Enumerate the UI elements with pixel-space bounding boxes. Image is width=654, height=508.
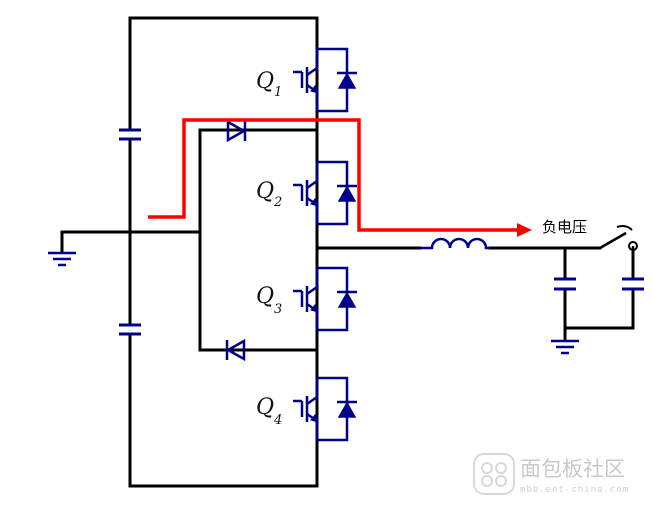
arrow-icon — [517, 223, 532, 237]
q2-subscript: 2 — [273, 195, 282, 210]
q1-subscript: 1 — [274, 85, 282, 100]
igbt-icon — [293, 266, 357, 332]
transistor-labels: Q 1 Q 2 Q 3 Q 4 — [256, 69, 282, 428]
ground-icon — [551, 339, 579, 355]
q3-label: Q — [256, 284, 274, 309]
output-voltage-label: 负电压 — [542, 218, 587, 236]
q3-subscript: 3 — [274, 302, 282, 317]
q4-label: Q — [256, 395, 274, 420]
capacitor-icon — [554, 277, 576, 291]
diode-icon — [226, 119, 247, 143]
igbt-icon — [293, 376, 357, 442]
diode-icon — [337, 184, 357, 202]
igbt-cells — [293, 47, 357, 442]
current-path — [148, 118, 520, 232]
watermark: 面包板社区 mbb.eet-china.com — [473, 453, 629, 495]
ground-icon — [48, 251, 76, 267]
watermark-url: mbb.eet-china.com — [520, 485, 629, 495]
q1-label: Q — [256, 69, 274, 94]
inductor-icon — [420, 237, 490, 250]
capacitor-icon — [119, 323, 141, 336]
diode-icon — [225, 338, 246, 362]
watermark-title: 面包板社区 — [520, 457, 625, 481]
switch-icon — [599, 225, 638, 252]
watermark-logo-icon — [473, 453, 515, 495]
diode-icon — [337, 290, 357, 308]
diode-icon — [337, 71, 357, 89]
igbt-icon — [293, 160, 357, 226]
q4-subscript: 4 — [273, 413, 282, 428]
diode-icon — [337, 400, 357, 418]
q2-label: Q — [256, 179, 274, 204]
capacitor-icon — [622, 277, 644, 291]
igbt-icon — [293, 47, 357, 113]
capacitor-icon — [119, 128, 141, 141]
